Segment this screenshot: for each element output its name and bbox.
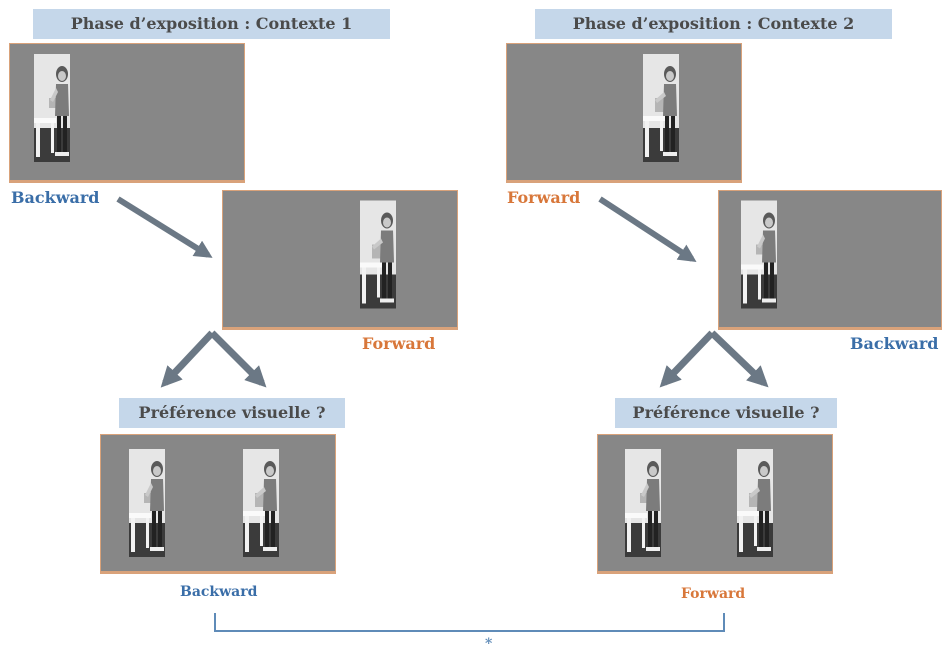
context1-first-frame — [9, 43, 245, 183]
context1-split-arrow-left — [160, 330, 215, 388]
context2-preference-title: Préférence visuelle ? — [615, 398, 837, 428]
context1-second-label: Forward — [362, 334, 436, 353]
context1-split-arrow-right — [209, 330, 267, 388]
context2-first-label: Forward — [507, 188, 581, 207]
context1-preference-frame — [100, 434, 336, 574]
context2-header: Phase d’exposition : Contexte 2 — [535, 9, 892, 39]
context2-second-label: Backward — [850, 334, 939, 353]
context2-result-label: Forward — [681, 586, 746, 602]
context1-preference-title: Préférence visuelle ? — [119, 398, 345, 428]
context1-first-label: Backward — [11, 188, 100, 207]
context2-first-frame — [506, 43, 742, 183]
significance-marker: * — [485, 636, 493, 652]
context2-split-arrow-left — [659, 330, 715, 388]
context1-result-label: Backward — [180, 584, 258, 600]
context2-transition-arrow — [598, 196, 697, 262]
context1-transition-arrow — [116, 196, 213, 258]
context1-second-frame — [222, 190, 458, 330]
context1-header: Phase d’exposition : Contexte 1 — [33, 9, 390, 39]
context2-preference-frame — [597, 434, 833, 574]
comparison-bracket — [214, 613, 725, 632]
context2-second-frame — [718, 190, 942, 330]
context2-split-arrow-right — [709, 330, 769, 388]
